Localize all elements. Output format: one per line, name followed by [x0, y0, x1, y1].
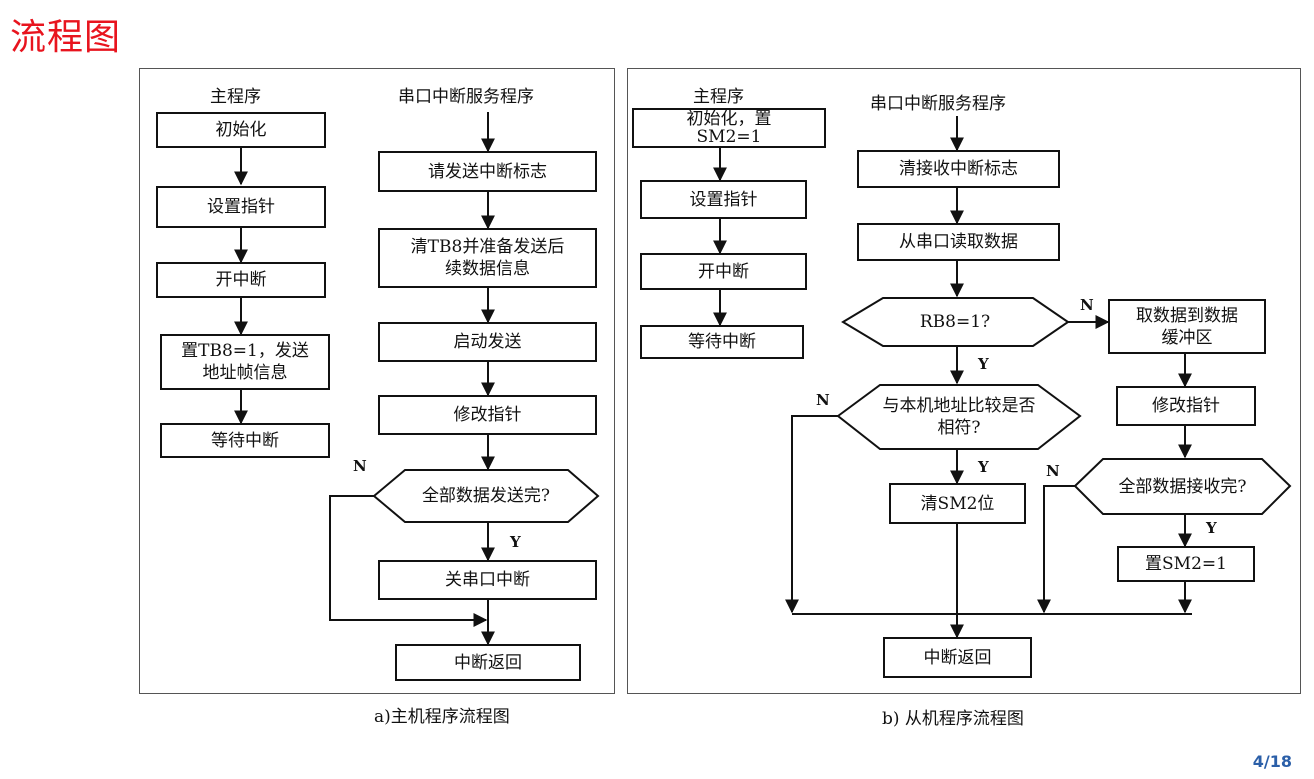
slave-decision-address-match: 与本机地址比较是否相符?: [882, 396, 1036, 438]
page-number: 4/18: [1252, 752, 1292, 771]
master-yes-label: Y: [510, 533, 521, 551]
master-caption: a)主机程序流程图: [374, 707, 510, 727]
slave-step-set-pointer: 设置指针: [640, 180, 807, 219]
slave-decision-rb8: RB8=1?: [919, 312, 991, 332]
master-main-heading: 主程序: [210, 87, 261, 107]
slave-isr-read-data: 从串口读取数据: [857, 223, 1060, 261]
master-step-send-address: 置TB8=1，发送地址帧信息: [160, 334, 330, 390]
master-isr-clear-flag: 请发送中断标志: [378, 151, 597, 192]
master-step-set-pointer: 设置指针: [156, 186, 326, 228]
slave-isr-clear-flag: 清接收中断标志: [857, 150, 1060, 188]
master-close-serial-int: 关串口中断: [378, 560, 597, 600]
slave-yes-label-address: Y: [978, 458, 989, 476]
slave-store-data: 取数据到数据缓冲区: [1108, 299, 1266, 354]
master-isr-start-send: 启动发送: [378, 322, 597, 362]
slave-yes-label-rb8: Y: [978, 355, 989, 373]
slave-step-wait: 等待中断: [640, 325, 804, 359]
slave-step-init: 初始化，置SM2=1: [632, 108, 826, 148]
slave-modify-pointer: 修改指针: [1116, 386, 1256, 426]
slave-caption: b) 从机程序流程图: [882, 709, 1024, 729]
master-step-init: 初始化: [156, 112, 326, 148]
slave-no-label-all-received: N: [1046, 462, 1060, 480]
master-step-wait: 等待中断: [160, 423, 330, 458]
master-step-enable-int: 开中断: [156, 262, 326, 298]
slave-decision-all-received: 全部数据接收完?: [1118, 476, 1247, 497]
slave-no-label-address: N: [816, 391, 830, 409]
slave-step-enable-int: 开中断: [640, 253, 807, 290]
slave-interrupt-return: 中断返回: [883, 637, 1032, 678]
slide-title: 流程图: [10, 17, 122, 58]
slave-yes-label-all-received: Y: [1206, 519, 1217, 537]
slave-no-label-rb8: N: [1080, 296, 1094, 314]
slave-isr-heading: 串口中断服务程序: [870, 94, 1006, 114]
master-isr-modify-pointer: 修改指针: [378, 395, 597, 435]
master-isr-clear-tb8: 清TB8并准备发送后续数据信息: [378, 228, 597, 288]
slave-clear-sm2: 清SM2位: [889, 483, 1026, 524]
master-decision-all-sent: 全部数据发送完?: [421, 486, 551, 506]
slave-main-heading: 主程序: [693, 87, 744, 107]
master-interrupt-return: 中断返回: [395, 644, 581, 681]
master-isr-heading: 串口中断服务程序: [398, 87, 534, 107]
master-no-label: N: [353, 457, 367, 475]
slave-set-sm2: 置SM2=1: [1117, 546, 1255, 582]
